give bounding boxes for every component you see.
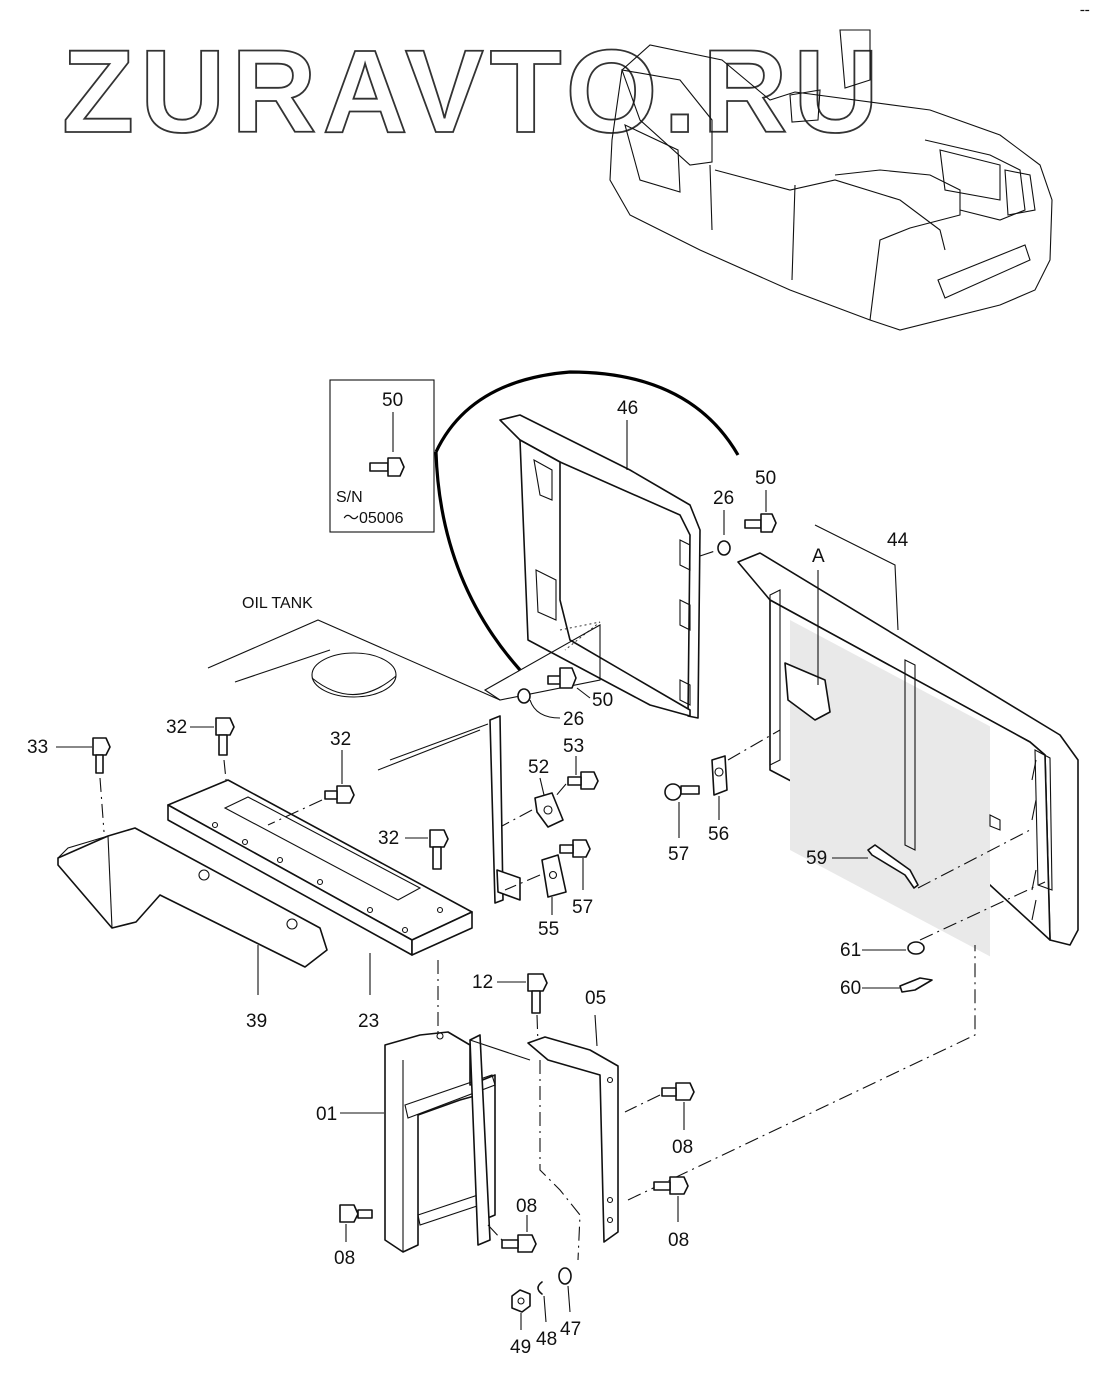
inset-part-label: 50	[382, 390, 403, 411]
oil-tank-label: OIL TANK	[242, 595, 313, 612]
part-label-01: 01	[316, 1104, 337, 1125]
bolt-32-right-icon	[429, 829, 449, 870]
bolt-33-icon	[92, 737, 111, 774]
part-label-08-left: 08	[334, 1248, 355, 1269]
serial-number-inset: 50 S/N ～05006	[329, 379, 435, 533]
rod-59-icon	[867, 844, 919, 889]
part-label-12: 12	[472, 972, 493, 993]
part-label-26-upper: 26	[713, 488, 734, 509]
inset-serial-prefix: S/N	[336, 489, 363, 506]
bolt-50-lower-icon	[547, 667, 577, 689]
bracket-23	[167, 779, 473, 956]
bolt-57-right-icon	[664, 783, 700, 801]
bolt-12-icon	[527, 973, 548, 1014]
excavator-overview	[609, 29, 1053, 331]
part-label-50-upper: 50	[755, 468, 776, 489]
part-label-46: 46	[617, 398, 638, 419]
part-label-57-left: 57	[572, 897, 593, 918]
part-label-49: 49	[510, 1337, 531, 1358]
washer-26-upper-icon	[717, 540, 731, 556]
part-label-39: 39	[246, 1011, 267, 1032]
part-label-32-right: 32	[378, 828, 399, 849]
part-label-44: 44	[887, 530, 909, 551]
part-label-47: 47	[560, 1319, 581, 1340]
tank-side-bracket	[489, 715, 504, 904]
part-label-26-lower: 26	[563, 709, 584, 730]
part-label-57-right: 57	[668, 844, 689, 865]
view-marker-a: A	[812, 546, 825, 567]
bolt-57-left-icon	[559, 839, 591, 858]
inset-bolt-icon	[369, 457, 405, 477]
part-label-05: 05	[585, 988, 606, 1009]
cover-panel-46	[499, 414, 701, 719]
part-label-53: 53	[563, 736, 584, 757]
bolt-50-upper-icon	[744, 513, 777, 533]
bolt-53-icon	[567, 771, 599, 790]
washer-26-lower-icon	[517, 688, 531, 704]
bolt-32-middle-icon	[324, 785, 355, 804]
part-label-32-middle: 32	[330, 729, 351, 750]
part-label-50-lower: 50	[592, 690, 613, 711]
oil-tank-cap-icon	[311, 652, 397, 698]
part-label-32-left: 32	[166, 717, 187, 738]
washer-47-icon	[558, 1267, 572, 1285]
watermark-text: ZURAVTO.RU	[62, 26, 885, 158]
part-label-23: 23	[358, 1011, 379, 1032]
clip-55-icon	[541, 854, 567, 898]
clip-52-icon	[534, 792, 564, 828]
part-label-33: 33	[27, 737, 48, 758]
nut-49-icon	[511, 1289, 531, 1313]
part-label-08-right-lower: 08	[668, 1230, 689, 1251]
part-label-08-right-upper: 08	[672, 1137, 693, 1158]
part-label-52: 52	[528, 757, 549, 778]
bolt-08-left-icon	[339, 1204, 373, 1223]
bolt-08-right-lower-icon	[653, 1176, 689, 1195]
part-label-55: 55	[538, 919, 559, 940]
washer-61-icon	[907, 941, 925, 955]
inset-serial-range: ～05006	[343, 510, 404, 527]
part-label-56: 56	[708, 824, 729, 845]
frame-01	[384, 1031, 496, 1253]
bracket-05	[469, 1034, 619, 1246]
part-label-60: 60	[840, 978, 861, 999]
bolt-32-left-icon	[215, 717, 235, 756]
part-label-61: 61	[840, 940, 861, 961]
spring-washer-48-icon	[537, 1281, 543, 1295]
part-label-59: 59	[806, 848, 827, 869]
part-label-08-center: 08	[516, 1196, 537, 1217]
bolt-08-center-icon	[501, 1234, 537, 1253]
cover-39	[57, 827, 328, 968]
latch-56-icon	[711, 755, 728, 796]
pin-60-icon	[899, 977, 933, 993]
corner-mark: ╌	[1080, 3, 1090, 20]
bolt-08-right-upper-icon	[661, 1082, 695, 1101]
part-label-48: 48	[536, 1329, 557, 1350]
door-panel-44	[737, 552, 1079, 957]
